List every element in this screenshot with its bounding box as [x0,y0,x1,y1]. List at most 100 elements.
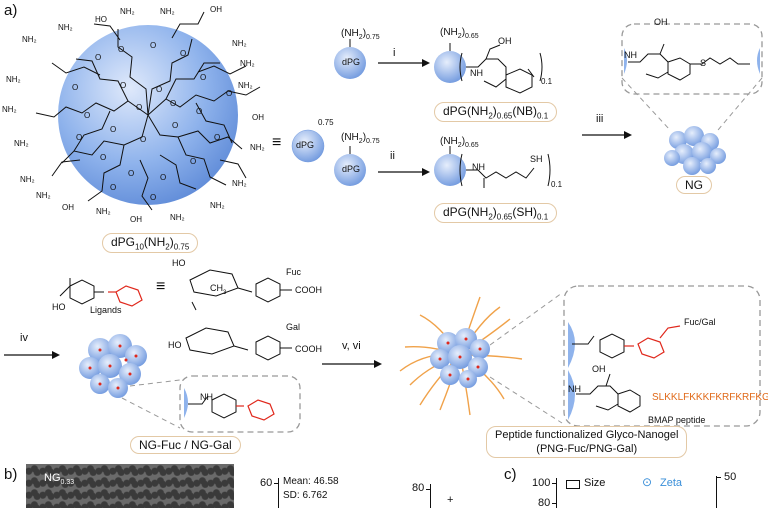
svg-text:NH₂: NH₂ [240,59,255,68]
tick-b-80: 80 [412,482,425,494]
nh-png: NH [568,384,581,394]
svg-text:NH₂: NH₂ [160,7,175,16]
ng-zoom-svg [621,23,763,175]
panel-label-a: a) [4,2,18,19]
ng-fuc-svg [79,334,301,433]
dpg-big-label: dPG10(NH2)0.75 [102,233,199,254]
sh-product-svg [434,146,551,188]
ng-label: NG [676,176,712,194]
oh-png: OH [592,364,606,374]
nh-label-ng: NH [624,50,637,60]
sub01-sh: 0.1 [551,180,563,189]
svg-text:O: O [214,133,220,142]
png-cluster-svg [399,292,563,424]
panel-label-c: c) [504,466,517,483]
nh2-065-label-sh: (NH2)0.65 [440,136,479,149]
legend-zeta-marker: ⊙ [642,475,653,489]
svg-text:OH: OH [210,5,222,14]
reaction-v-vi-arrow [322,360,382,368]
nh-ngfuc: NH [200,392,213,402]
svg-text:NH₂: NH₂ [6,75,21,84]
svg-text:O: O [76,133,82,142]
svg-text:NH₂: NH₂ [58,23,73,32]
nh2-075-label-ii: (NH2)0.75 [341,132,380,145]
nh2-075-label-small: 0.75 [318,118,334,127]
svg-text:O: O [95,53,101,62]
ligand-svg [59,278,143,307]
c-right-axis [716,476,717,508]
reaction-i-svg [334,39,430,79]
svg-text:O: O [110,183,116,192]
svg-text:O: O [140,135,146,144]
svg-text:O: O [84,111,90,120]
svg-text:NH₂: NH₂ [120,7,135,16]
svg-text:O: O [118,45,124,54]
nh-label-nb: NH [470,68,483,78]
gal-label: Gal [286,322,301,332]
sub01-nb: 0.1 [541,77,553,86]
fucgal-label: Fuc/Gal [684,317,716,327]
cooh-gal: COOH [295,344,322,354]
sh-label: SH [530,154,543,164]
oh-label-nb: OH [498,36,512,46]
svg-text:O: O [110,125,116,134]
tick-c-50: 50 [724,471,737,483]
svg-text:O: O [156,85,162,94]
reaction-iii-arrow [582,131,632,139]
svg-text:O: O [72,83,78,92]
ngfuc-label: NG-Fuc / NG-Gal [130,436,241,454]
png-title-line1: Peptide functionalized Glyco-Nanogel [495,429,679,441]
dpg-small-sphere [291,129,325,163]
hist-axis [278,478,279,508]
peptide-sequence: SLKKLFKKKFKRFKRFKG [652,392,768,403]
tick-c-100: 100 [532,477,551,489]
tick-b-60: 60 [260,477,273,489]
equivalent-symbol-2: ≡ [156,278,166,295]
ho-label-ligand: HO [52,302,66,312]
svg-text:NH₂: NH₂ [210,201,225,210]
ho-gal: HO [168,340,182,350]
step-i: i [393,47,396,59]
svg-text:NH₂: NH₂ [232,179,247,188]
step-iv: iv [20,332,28,344]
sh-product-label: dPG(NH2)0.65(SH)0.1 [434,203,558,224]
oh-label-ng: OH [654,17,668,27]
c-tick-50 [716,477,721,478]
step-ii: ii [390,150,395,162]
svg-text:O: O [150,193,156,202]
c-tick-80 [552,503,557,504]
svg-text:O: O [172,121,178,130]
stat-mean: Mean: 46.58 [283,476,339,487]
svg-text:O: O [226,89,232,98]
ligands-label: Ligands [90,305,122,315]
svg-text:NH₂: NH₂ [96,207,111,216]
legend-size: Size [584,477,606,489]
stat-sd: SD: 6.762 [283,490,328,501]
tick-c-80: 80 [538,497,551,509]
svg-text:O: O [120,81,126,90]
svg-text:NH₂: NH₂ [250,143,265,152]
svg-text:O: O [160,173,166,182]
svg-text:HO: HO [95,15,107,24]
hist-tick [274,483,279,484]
ch3-label: CH3 [210,283,227,296]
svg-text:O: O [100,153,106,162]
reaction-ii-svg [334,146,430,186]
legend-zeta: Zeta [660,477,683,489]
svg-text:O: O [128,169,134,178]
nb-product-svg [434,43,543,94]
nh2-065-label-nb: (NH2)0.65 [440,27,479,40]
c-tick-100 [552,483,557,484]
tem-label: NG0.33 [44,472,75,487]
step-iii: iii [596,113,604,125]
box-tick [426,489,431,490]
svg-text:NH₂: NH₂ [20,175,35,184]
svg-text:NH₂: NH₂ [36,191,51,200]
png-zoom-svg [563,285,761,427]
ho-fuc: HO [172,258,186,268]
sugars-svg [185,269,292,361]
fuc-label: Fuc [286,267,302,277]
panel-label-b: b) [4,466,18,483]
svg-text:O: O [150,41,156,50]
